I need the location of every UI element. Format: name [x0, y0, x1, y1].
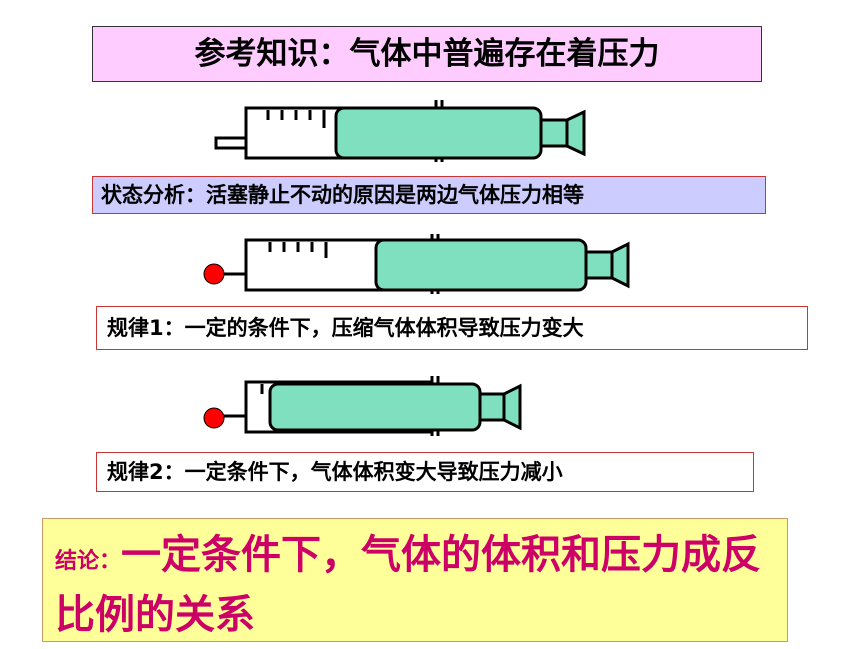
- rule1-text: 规律1：一定的条件下，压缩气体体积导致压力变大: [107, 316, 584, 340]
- syringe-diagram-1: [214, 100, 586, 162]
- title-text: 参考知识：气体中普遍存在着压力: [194, 36, 660, 72]
- rule1-box: 规律1：一定的条件下，压缩气体体积导致压力变大: [96, 306, 808, 350]
- rule2-text: 规律2：一定条件下，气体体积变大导致压力减小: [107, 460, 563, 484]
- syringe-diagram-2: [203, 234, 630, 294]
- state-analysis-box: 状态分析：活塞静止不动的原因是两边气体压力相等: [92, 176, 766, 214]
- conclusion-text: 一定条件下，气体的体积和压力成反比例的关系: [55, 532, 762, 638]
- state-analysis-text: 状态分析：活塞静止不动的原因是两边气体压力相等: [101, 183, 584, 207]
- seal-dot-2: [203, 407, 225, 429]
- title-banner: 参考知识：气体中普遍存在着压力: [92, 26, 762, 82]
- conclusion-box: 结论：一定条件下，气体的体积和压力成反比例的关系: [42, 518, 788, 642]
- syringe-diagram-3: [203, 376, 522, 436]
- rule2-box: 规律2：一定条件下，气体体积变大导致压力减小: [96, 452, 754, 492]
- plunger-3: [268, 382, 522, 432]
- seal-dot-1: [203, 263, 225, 285]
- conclusion-lead: 结论：: [55, 549, 122, 574]
- plunger-2: [374, 238, 630, 292]
- plunger-1: [334, 106, 586, 160]
